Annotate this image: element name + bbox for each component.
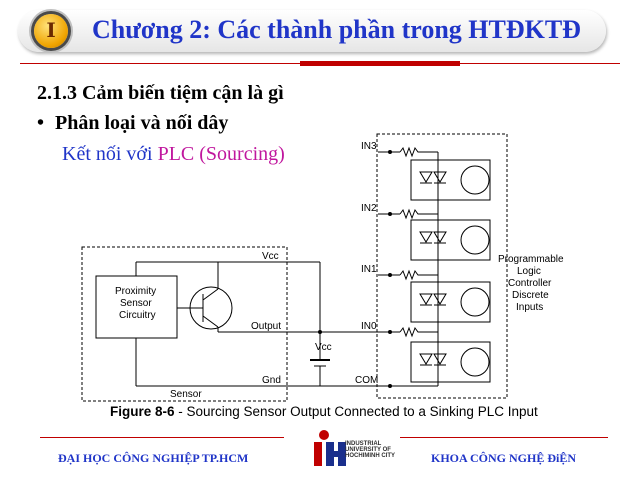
title-underline-accent [300, 61, 460, 66]
box-label-3: Circuitry [119, 310, 156, 321]
sensor-boundary [81, 246, 288, 402]
plc-boundary [376, 133, 508, 399]
plc-label-2: Logic [517, 266, 541, 277]
logo-text: INDUSTRIAL UNIVERSITY OF HOCHIMINH CITY [345, 441, 395, 459]
title-bar [18, 10, 606, 52]
connect-prefix: Kết nối với [62, 143, 158, 165]
output-label: Output [251, 321, 281, 332]
plc-label-4: Discrete [512, 290, 549, 301]
chapter-badge-label: I [46, 18, 56, 42]
bullet-text: Phân loại và nối dây [55, 112, 229, 134]
section-heading: 2.1.3 Cảm biến tiệm cận là gì [37, 82, 284, 104]
bullet-item: • Phân loại và nối dây [37, 112, 228, 135]
logo-line-3: HOCHIMINH CITY [345, 453, 395, 459]
in2-label: IN2 [361, 203, 377, 214]
in0-label: IN0 [361, 321, 377, 332]
footer-faculty: KHOA CÔNG NGHỆ ĐiỆN [431, 451, 577, 465]
figure-text: - Sourcing Sensor Output Connected to a … [174, 404, 538, 419]
box-label-1: Proximity [115, 286, 156, 297]
in3-label: IN3 [361, 141, 377, 152]
figure-number: Figure 8-6 [110, 404, 175, 419]
chapter-badge: I [34, 14, 68, 48]
footer-divider-left [40, 437, 284, 438]
logo-line-2: UNIVERSITY OF [345, 447, 391, 453]
page-title: Chương 2: Các thành phần trong HTĐKTĐ [92, 15, 581, 44]
in1-label: IN1 [361, 264, 377, 275]
com-label: COM [355, 375, 378, 386]
footer-university: ĐẠI HỌC CÔNG NGHIỆP TP.HCM [58, 451, 249, 465]
vcc-supply-label: Vcc [315, 342, 332, 353]
logo-line-1: INDUSTRIAL [345, 441, 382, 447]
vcc-top-label: Vcc [262, 251, 279, 262]
plc-label-5: Inputs [516, 302, 543, 313]
bullet-marker: • [37, 112, 45, 134]
plc-label-3: Controller [508, 278, 552, 289]
gnd-label: Gnd [262, 375, 281, 386]
connect-plc: PLC (Sourcing) [157, 143, 285, 165]
university-logo [314, 430, 346, 466]
connect-line: Kết nối với PLC (Sourcing) [62, 143, 285, 166]
sensor-label: Sensor [170, 389, 202, 400]
figure-caption: Figure 8-6 - Sourcing Sensor Output Conn… [110, 404, 538, 419]
plc-label-1: Programmable [498, 254, 564, 265]
footer-divider-right [400, 437, 608, 438]
box-label-2: Sensor [120, 298, 152, 309]
